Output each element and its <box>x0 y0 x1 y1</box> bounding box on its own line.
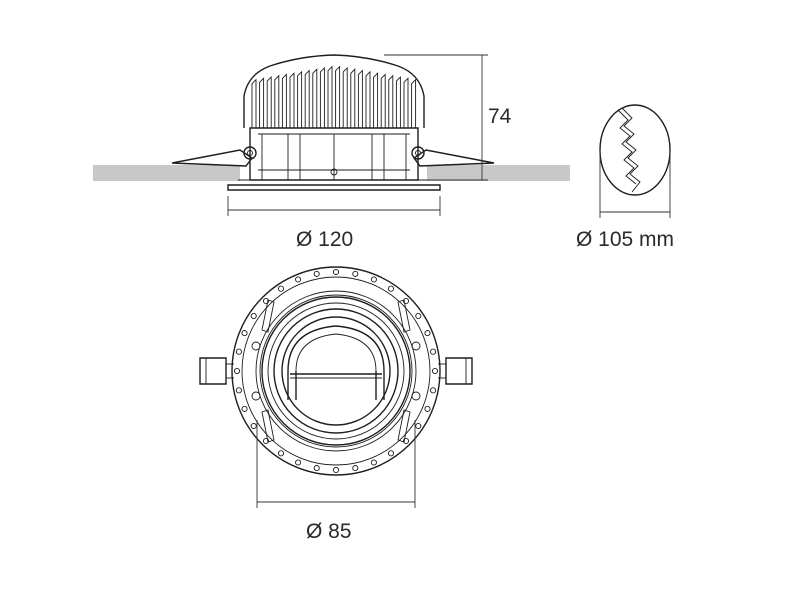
heat-sink-fin <box>388 74 394 128</box>
ceiling-slab-right <box>427 165 570 181</box>
heat-sink-fin <box>335 65 341 128</box>
heat-sink-fin <box>373 72 379 128</box>
height-label: 74 <box>488 105 512 128</box>
flange-holes <box>233 268 439 474</box>
flange-hole <box>352 270 359 277</box>
flange-hole <box>352 465 359 472</box>
flange-hole <box>370 276 377 283</box>
body-width-dimension: Ø 120 <box>227 196 441 251</box>
flange-hole <box>262 297 270 305</box>
body-diameter-label: Ø 120 <box>296 228 353 251</box>
trim-flange <box>227 184 441 191</box>
flange-hole <box>370 459 377 466</box>
flange-hole <box>332 268 340 276</box>
flange-hole <box>402 437 410 445</box>
heat-sink-fin <box>327 65 333 128</box>
flange-slots <box>261 299 411 443</box>
flange-hole <box>313 270 320 277</box>
heat-sink-fin <box>281 73 287 128</box>
flange-hole <box>430 348 437 355</box>
mount-tab-left <box>199 357 234 385</box>
flange-hole <box>262 437 270 445</box>
flange-hole <box>295 459 302 466</box>
heat-sink-fin <box>251 78 257 128</box>
cutout-edge <box>621 107 641 193</box>
cutout-diameter-label: Ø 105 mm <box>576 228 674 251</box>
heat-sink-fin <box>319 66 325 128</box>
side-view: 74 Ø 120 <box>93 54 570 251</box>
flange-hole <box>387 285 395 292</box>
heat-sink-fin <box>289 72 295 128</box>
flange-hole <box>233 367 241 375</box>
mount-tab-right <box>438 357 473 385</box>
heat-sink-fin <box>266 75 272 128</box>
flange-hole <box>250 422 257 430</box>
flange-hole <box>277 285 285 292</box>
heat-sink-fin <box>380 73 386 128</box>
reflector-hood <box>287 325 385 400</box>
flange-hole <box>313 465 320 472</box>
flange-hole <box>424 405 431 412</box>
heat-sink-fin <box>304 69 310 128</box>
aperture-diameter-label: Ø 85 <box>306 520 352 543</box>
flange-hole <box>415 422 422 430</box>
heat-sink-fin <box>297 70 303 128</box>
bottom-view: Ø 85 <box>199 266 473 543</box>
flange-hole <box>431 367 439 375</box>
flange-hole <box>241 330 248 337</box>
flange-hole <box>235 387 242 394</box>
spring-clip-left <box>171 146 257 167</box>
heat-sink <box>243 54 425 128</box>
lens-ring <box>281 316 391 426</box>
aperture-dimension: Ø 85 <box>256 420 416 543</box>
heat-sink-fin <box>403 77 409 128</box>
flange-hole <box>424 330 431 337</box>
flange-hole <box>235 348 242 355</box>
heat-sink-fin <box>342 66 348 128</box>
flange-hole <box>430 387 437 394</box>
outer-flange <box>231 266 441 476</box>
heat-sink-fin <box>395 75 401 128</box>
heat-sink-fin <box>350 68 356 128</box>
heat-sink-fin <box>274 74 280 128</box>
heat-sink-fin <box>357 69 363 128</box>
flange-hole <box>387 450 395 457</box>
ceiling-slab-left <box>93 165 240 181</box>
height-dimension: 74 <box>384 54 512 181</box>
heat-sink-fin <box>411 78 417 128</box>
flange-hole <box>241 405 248 412</box>
aperture-ring <box>273 308 399 434</box>
flange-hole <box>332 466 340 474</box>
heat-sink-fin <box>259 77 265 128</box>
flange-hole <box>250 312 257 320</box>
trim-ring <box>261 296 411 446</box>
flange-hole <box>402 297 410 305</box>
cutout-detail: Ø 105 mm <box>576 104 674 251</box>
cutout-ellipse <box>599 104 671 196</box>
flange-hole <box>415 312 422 320</box>
heat-sink-fin <box>312 68 318 128</box>
flange-hole <box>295 276 302 283</box>
spring-clip-right <box>411 146 495 167</box>
flange-hole <box>277 450 285 457</box>
heat-sink-fin <box>365 70 371 128</box>
